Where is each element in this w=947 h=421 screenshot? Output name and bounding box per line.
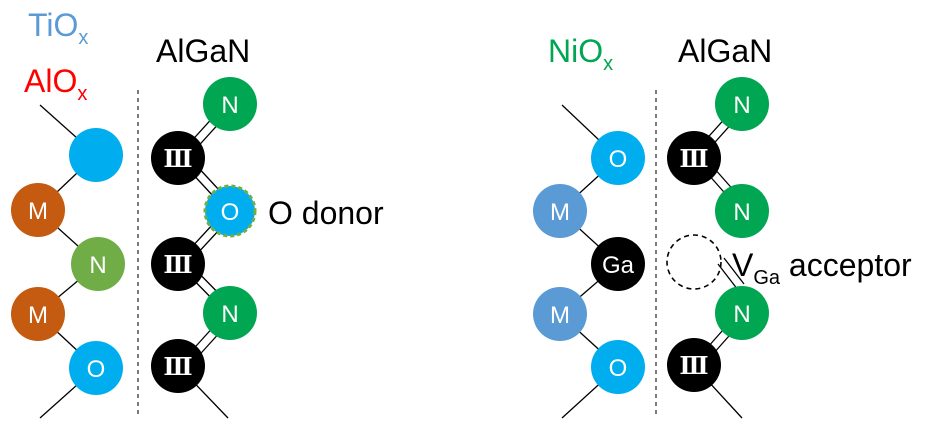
atom-ga-right: Ga xyxy=(591,237,645,291)
svg-text:M: M xyxy=(28,198,48,225)
atom-o-right-1: O xyxy=(591,131,645,185)
right-panel: NiOx AlGaN O xyxy=(533,33,912,419)
left-panel: TiOx AlOx AlGaN xyxy=(11,7,384,419)
atom-iii-left-3: Ⅲ xyxy=(151,339,205,393)
svg-text:O: O xyxy=(609,146,628,173)
alox-label: AlOx xyxy=(24,63,87,105)
algan-label-left: AlGaN xyxy=(156,33,250,69)
svg-text:N: N xyxy=(89,252,106,279)
atom-n-right-algan-2: N xyxy=(715,184,769,238)
atom-n-right-algan-3: N xyxy=(715,286,769,340)
svg-text:Ga: Ga xyxy=(602,252,635,279)
vga-acceptor-annotation: VGa acceptor xyxy=(732,247,912,289)
atom-iii-right-1: Ⅲ xyxy=(667,131,721,185)
svg-text:N: N xyxy=(221,92,238,119)
svg-text:M: M xyxy=(28,302,48,329)
svg-text:O: O xyxy=(87,356,106,383)
svg-text:O: O xyxy=(221,199,240,226)
atom-iii-left-1: Ⅲ xyxy=(151,131,205,185)
svg-text:O: O xyxy=(609,355,628,382)
svg-text:N: N xyxy=(221,301,238,328)
atom-m-right-2: M xyxy=(533,287,587,341)
atom-n-left-oxide: N xyxy=(71,237,125,291)
atom-oxide-cation-top xyxy=(69,128,123,182)
svg-text:N: N xyxy=(733,199,750,226)
svg-text:Ⅲ: Ⅲ xyxy=(163,355,192,381)
atom-m-left-2: M xyxy=(11,287,65,341)
svg-text:Ⅲ: Ⅲ xyxy=(163,147,192,173)
svg-text:M: M xyxy=(550,302,570,329)
atom-o-left-oxide: O xyxy=(69,341,123,395)
algan-label-right: AlGaN xyxy=(678,33,772,69)
niox-label: NiOx xyxy=(548,33,613,75)
ga-vacancy-circle xyxy=(666,234,722,290)
atom-iii-left-2: Ⅲ xyxy=(151,237,205,291)
tiox-label: TiOx xyxy=(28,7,88,49)
atom-m-left-1: M xyxy=(11,183,65,237)
svg-text:Ⅲ: Ⅲ xyxy=(679,354,708,380)
atom-o-donor: O xyxy=(203,184,257,238)
atom-m-right-1: M xyxy=(533,184,587,238)
svg-text:M: M xyxy=(550,199,570,226)
atom-n-left-algan-2: N xyxy=(203,286,257,340)
o-donor-annotation: O donor xyxy=(268,195,384,231)
svg-text:Ⅲ: Ⅲ xyxy=(679,147,708,173)
atom-o-right-2: O xyxy=(591,340,645,394)
atom-iii-right-2: Ⅲ xyxy=(667,338,721,392)
atom-n-left-algan-1: N xyxy=(203,77,257,131)
atom-n-right-algan-1: N xyxy=(715,77,769,131)
svg-text:N: N xyxy=(733,301,750,328)
svg-text:Ⅲ: Ⅲ xyxy=(163,253,192,279)
svg-text:N: N xyxy=(733,92,750,119)
